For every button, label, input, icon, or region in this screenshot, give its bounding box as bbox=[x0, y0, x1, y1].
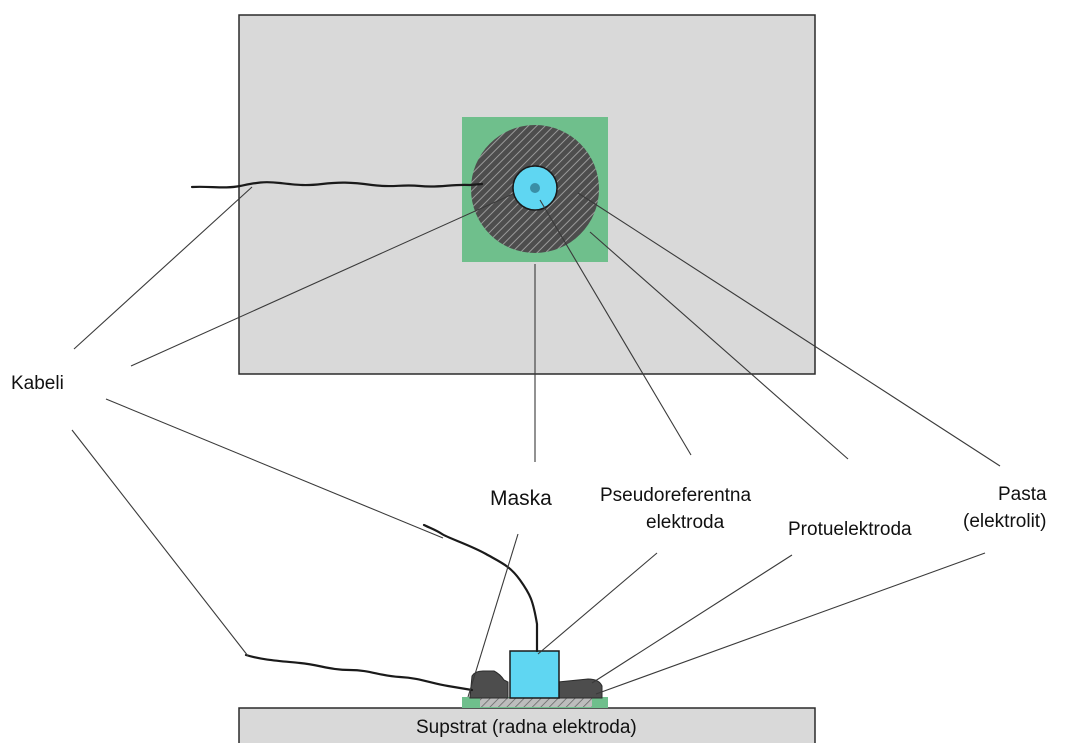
label-pasta: Pasta bbox=[998, 484, 1047, 505]
label-supstrat: Supstrat (radna elektroda) bbox=[416, 717, 637, 738]
leader-kabeli-2 bbox=[130, 193, 514, 367]
electrolyte-layer-cross-section bbox=[480, 698, 592, 707]
leader-kabeli-3 bbox=[105, 398, 444, 539]
leader-maska-bottom bbox=[467, 533, 519, 698]
leader-lines-top bbox=[73, 186, 1001, 467]
top-view bbox=[190, 14, 816, 375]
cable-top-view bbox=[190, 181, 484, 189]
label-elektrolit: (elektrolit) bbox=[963, 511, 1046, 532]
leader-kabeli-4 bbox=[71, 429, 249, 657]
electrode-center-dot bbox=[530, 183, 540, 193]
label-maska: Maska bbox=[490, 487, 552, 510]
leader-kabeli-1 bbox=[73, 186, 253, 350]
cable-lower-cross-section bbox=[244, 653, 474, 692]
label-pseudoreferentna: Pseudoreferentna bbox=[600, 485, 751, 506]
electrode-cross-section bbox=[509, 650, 560, 699]
leader-pasta bbox=[577, 192, 1001, 467]
cross-section-view bbox=[238, 523, 816, 743]
leader-protu bbox=[589, 231, 849, 460]
paste-cross-section bbox=[469, 670, 603, 699]
leader-pasta-bottom bbox=[595, 552, 986, 695]
leader-protu-bottom bbox=[591, 554, 793, 684]
leader-pseudo-bottom bbox=[537, 552, 658, 655]
label-kabeli: Kabeli bbox=[11, 373, 64, 394]
leader-pseudo bbox=[539, 199, 692, 456]
label-protuelektroda: Protuelektroda bbox=[788, 519, 912, 540]
label-elektroda: elektroda bbox=[646, 512, 725, 533]
cable-upper-cross-section bbox=[422, 523, 539, 653]
leader-lines-bottom bbox=[71, 398, 986, 698]
